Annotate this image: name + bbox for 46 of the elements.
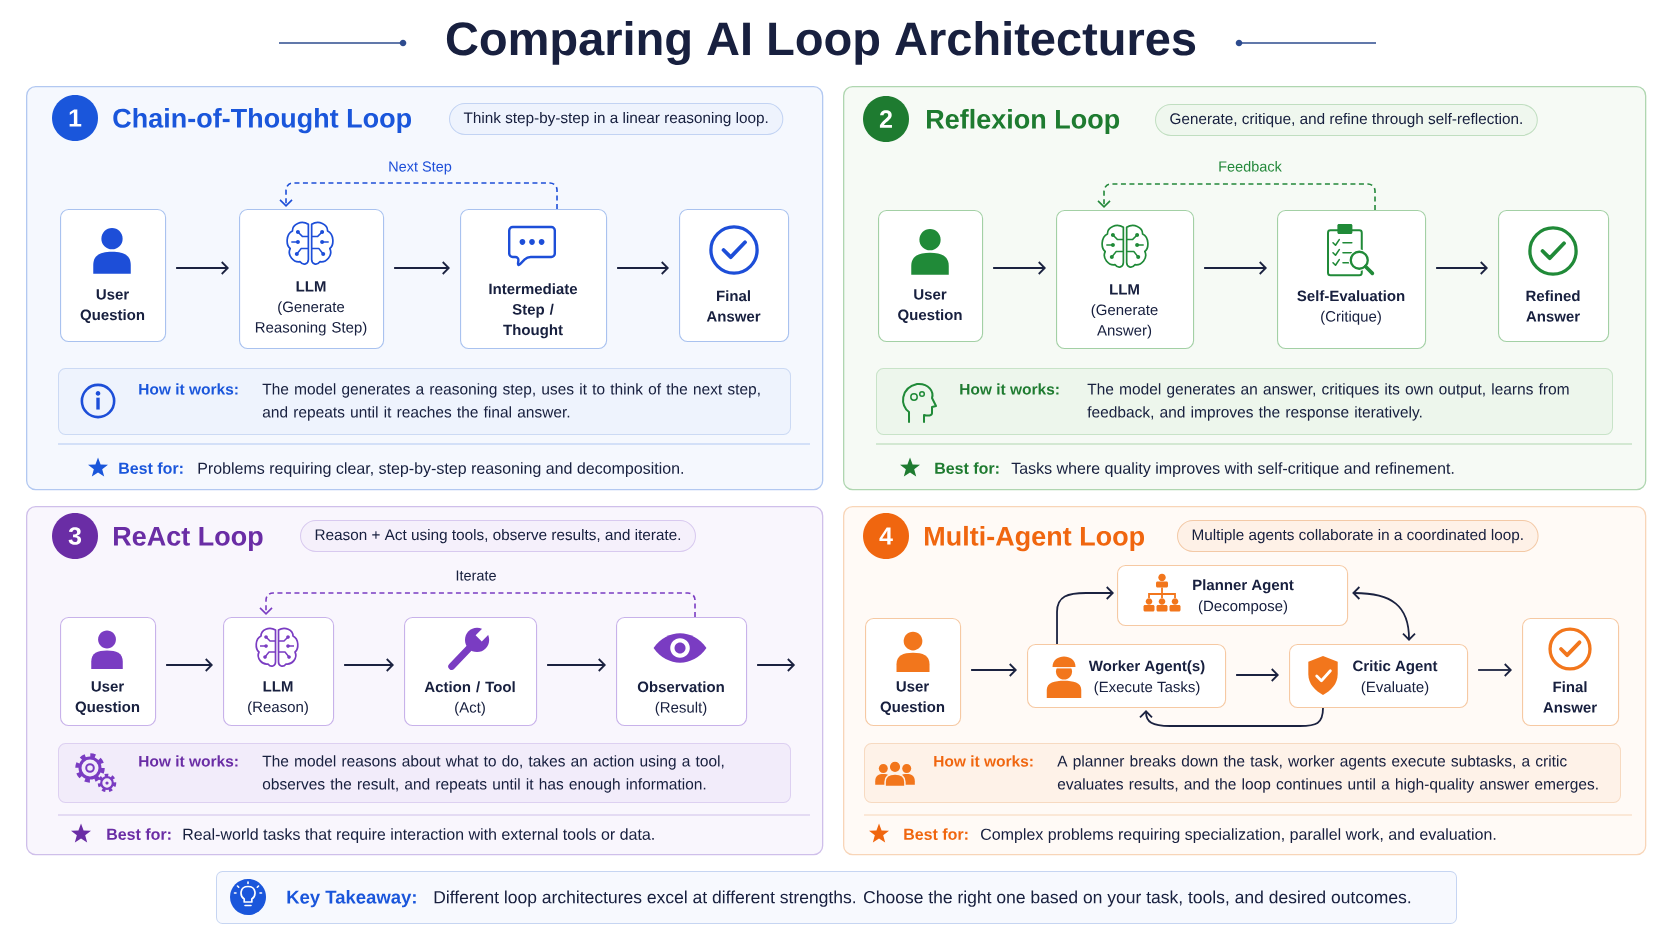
process-box: LLM (Reason) xyxy=(223,617,335,727)
number-badge: 4 xyxy=(863,513,909,559)
panel-heading: Chain-of-Thought Loop xyxy=(113,107,411,134)
process-box: Observation (Result) xyxy=(616,617,748,727)
info-box: How it works: The model generates an answer, critiques its own output, learns from feedback, and improves the response iteratively. xyxy=(876,368,1613,435)
process-box: User Question xyxy=(60,209,167,343)
process-box: Worker Agent(s) (Execute Tasks) xyxy=(1027,644,1227,709)
panel-heading: Reflexion Loop xyxy=(927,108,1120,135)
best-for-label: Best for: xyxy=(119,462,183,474)
tagline-pill: Think step-by-step in a linear reasoning loop. xyxy=(449,103,784,135)
edge-label: Iterate xyxy=(453,568,499,586)
process-box: Refined Answer xyxy=(1498,210,1610,343)
takeaway-box: Key Takeaway: Different loop architectures excel at different strengths. Choose the right one based on your task, tools, and desired outcomes. xyxy=(216,871,1457,924)
process-box: Final Answer xyxy=(1522,618,1620,727)
process-box: User Question xyxy=(878,210,984,343)
process-box: Final Answer xyxy=(679,209,790,343)
number-badge: 2 xyxy=(863,96,909,142)
process-box: Critic Agent (Evaluate) xyxy=(1289,644,1469,709)
panel-heading: ReAct Loop xyxy=(114,526,263,552)
tagline-pill: Generate, critique, and refine through self-reflection. xyxy=(1155,104,1538,136)
process-box: LLM (Generate Reasoning Step) xyxy=(239,209,385,350)
process-box: Planner Agent (Decompose) xyxy=(1117,565,1349,627)
edge-label: Next Step xyxy=(386,159,454,177)
tagline-pill: Reason + Act using tools, observe results, and iterate. xyxy=(300,520,696,552)
title: Comparing AI Loop Architectures xyxy=(446,21,1196,65)
process-box: Action / Tool (Act) xyxy=(404,617,538,727)
best-for-label: Best for: xyxy=(904,828,968,840)
process-box: User Question xyxy=(865,618,962,727)
best-for-label: Best for: xyxy=(935,462,999,474)
info-box: How it works: The model generates a reasoning step, uses it to think of the next step, and repeats until it reaches the final answer. xyxy=(58,368,791,435)
number-badge: 1 xyxy=(52,95,98,141)
best-for-text: Complex problems requiring specialization, parallel work, and evaluation. xyxy=(981,828,1496,844)
process-box: Self-Evaluation (Critique) xyxy=(1277,210,1427,350)
info-box: How it works: A planner breaks down the task, worker agents execute subtasks, a critic evaluates results, and the loop continues until a high-quality answer emerges. xyxy=(864,743,1621,803)
best-for-text: Problems requiring clear, step-by-step reasoning and decomposition. xyxy=(198,462,683,478)
info-box: How it works: The model reasons about what to do, takes an action using a tool, observes the result, and repeats until it has enough information. xyxy=(58,743,791,803)
best-for-label: Best for: xyxy=(107,828,171,840)
best-for-text: Tasks where quality improves with self-critique and refinement. xyxy=(1011,462,1454,478)
panel-heading: Multi-Agent Loop xyxy=(925,525,1145,552)
process-box: Intermediate Step / Thought xyxy=(460,209,608,350)
best-for-text: Real-world tasks that require interaction with external tools or data. xyxy=(183,828,654,844)
number-badge: 3 xyxy=(52,513,98,559)
edge-label: Feedback xyxy=(1216,159,1284,177)
tagline-pill: Multiple agents collaborate in a coordinated loop. xyxy=(1177,520,1539,552)
process-box: User Question xyxy=(60,617,157,727)
process-box: LLM (Generate Answer) xyxy=(1056,210,1195,350)
